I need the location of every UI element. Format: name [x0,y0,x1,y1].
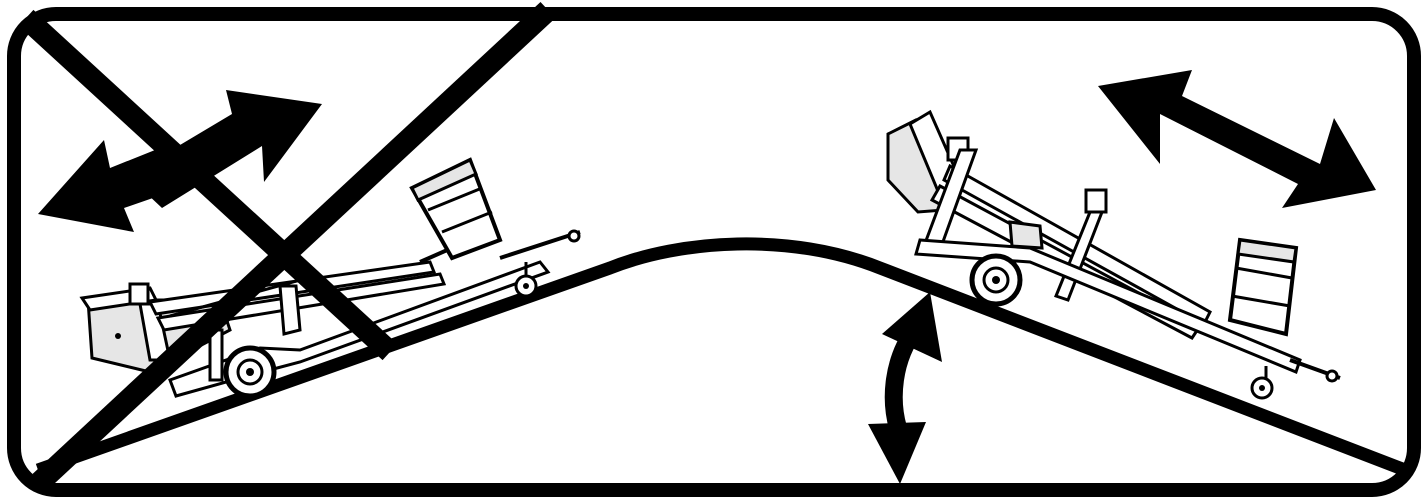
prohibited-cross-icon [18,1,556,491]
hill-profile [35,237,1408,477]
right-motion-arrow-icon [1098,70,1376,208]
right-boom-lift-icon [886,109,1341,400]
left-motion-arrow-icon [38,90,322,232]
frame-border [7,7,1421,497]
slope-angle-arrow-icon [868,292,942,484]
